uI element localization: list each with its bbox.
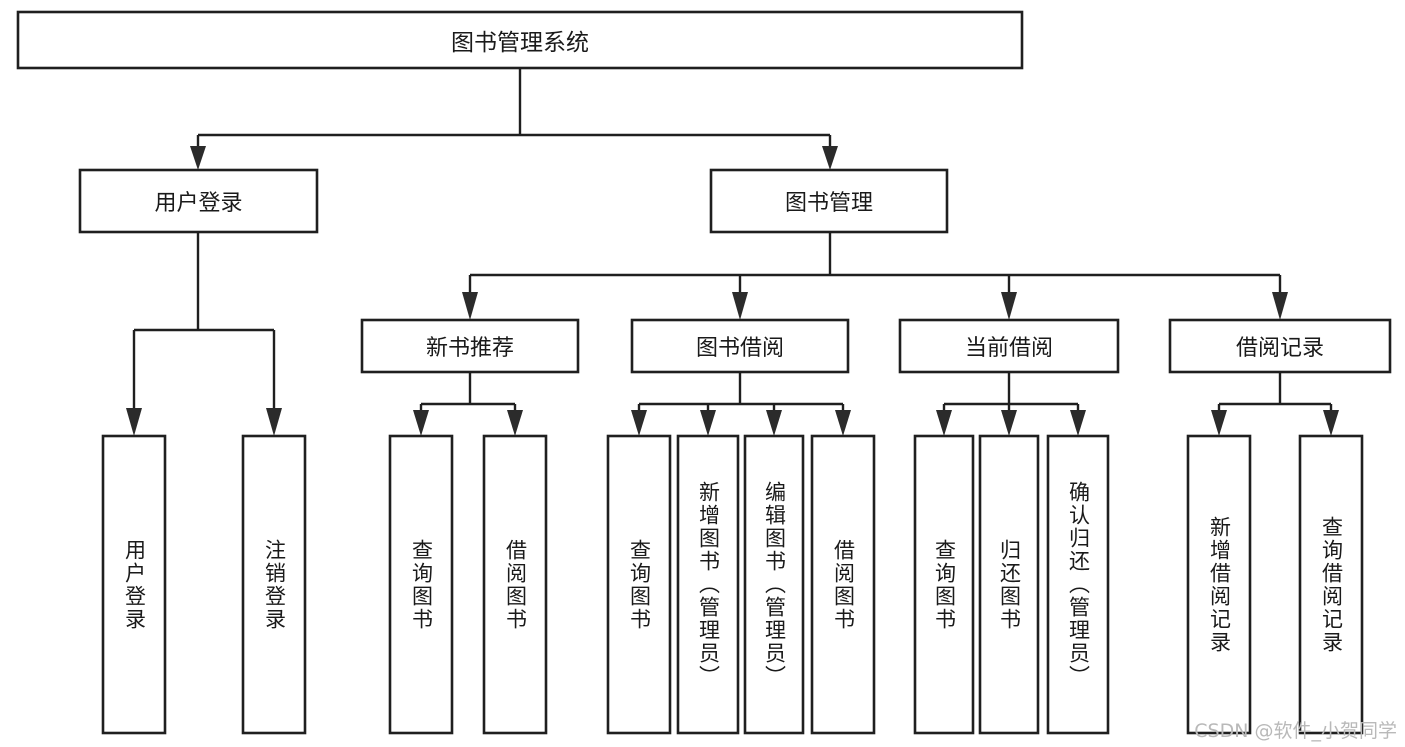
arrowhead-current-confirm-return: [1070, 410, 1086, 436]
node-leaf-logout-login[interactable]: [241, 434, 307, 735]
arrowhead-borrow-query-book: [631, 410, 647, 436]
node-book-borrow[interactable]: [630, 318, 850, 374]
node-leaf-borrow-query-book[interactable]: [606, 434, 672, 735]
arrowhead-record-add-record: [1211, 410, 1227, 436]
node-leaf-record-add-record[interactable]: [1186, 434, 1252, 735]
node-leaf-borrow-add-book[interactable]: [676, 434, 740, 735]
arrowhead-borrow-edit-book: [766, 410, 782, 436]
arrowhead-new-book-recommend: [462, 292, 478, 320]
arrowhead-recommend-query-book: [413, 410, 429, 436]
node-root-book-management-system[interactable]: [16, 10, 1024, 70]
node-user-login[interactable]: [78, 168, 319, 234]
arrowhead-leaf-user-login: [126, 408, 142, 436]
node-leaf-current-confirm-return[interactable]: [1046, 434, 1110, 735]
node-book-management[interactable]: [709, 168, 949, 234]
node-leaf-borrow-borrow-book[interactable]: [810, 434, 876, 735]
node-leaf-recommend-borrow-book[interactable]: [482, 434, 548, 735]
node-current-borrow[interactable]: [898, 318, 1120, 374]
arrowhead-borrow-borrow-book: [835, 410, 851, 436]
arrowhead-current-borrow: [1001, 292, 1017, 320]
arrowhead-current-return-book: [1001, 410, 1017, 436]
arrowhead-record-query-record: [1323, 410, 1339, 436]
node-new-book-recommend[interactable]: [360, 318, 580, 374]
node-leaf-record-query-record[interactable]: [1298, 434, 1364, 735]
box-layer: [16, 10, 1392, 735]
arrowhead-book-manage: [822, 146, 838, 170]
arrowhead-borrow-add-book: [700, 410, 716, 436]
arrowhead-borrow-record: [1272, 292, 1288, 320]
arrowhead-recommend-borrow-book: [507, 410, 523, 436]
node-borrow-record[interactable]: [1168, 318, 1392, 374]
arrowhead-current-query-book: [936, 410, 952, 436]
arrowhead-user-login: [190, 146, 206, 170]
arrowhead-leaf-logout: [266, 408, 282, 436]
node-leaf-recommend-query-book[interactable]: [388, 434, 454, 735]
node-leaf-user-login[interactable]: [101, 434, 167, 735]
node-leaf-current-return-book[interactable]: [978, 434, 1040, 735]
node-leaf-current-query-book[interactable]: [913, 434, 975, 735]
node-leaf-borrow-edit-book[interactable]: [743, 434, 805, 735]
arrowhead-book-borrow: [732, 292, 748, 320]
connector-layer: [126, 68, 1339, 436]
